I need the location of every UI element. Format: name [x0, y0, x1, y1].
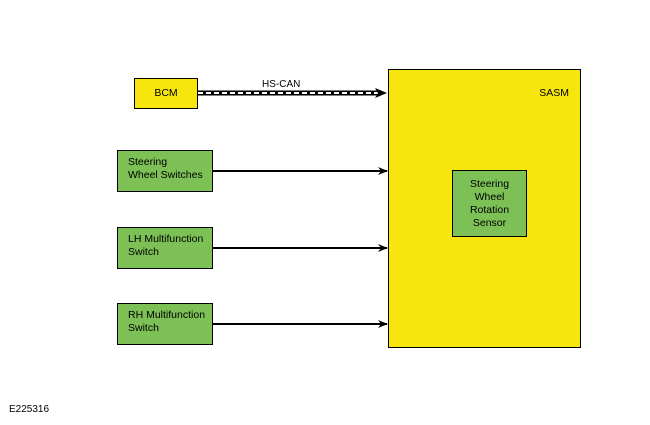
sensor-label-line: Sensor — [472, 217, 507, 229]
switch-label-line2: Wheel Switches — [128, 169, 203, 181]
hs-can-bus-line — [198, 88, 387, 98]
sasm-label: SASM — [539, 87, 569, 99]
switch-label-line2: Switch — [128, 322, 159, 334]
sensor-label-line: Rotation — [469, 204, 510, 216]
switch-label-line1: RH Multifunction — [128, 309, 206, 321]
sensor-label-line: Steering — [469, 178, 510, 190]
switch-label-line2: Switch — [128, 246, 159, 258]
hs-can-label: HS-CAN — [262, 79, 301, 90]
sasm-module: SASM Steering Wheel Rotation Sensor — [388, 69, 581, 348]
switch-label-line1: LH Multifunction — [128, 233, 204, 245]
steering-wheel-switches-box: Steering Wheel Switches — [117, 150, 213, 192]
sensor-label-line: Wheel — [474, 191, 505, 203]
switch-label-line1: Steering — [128, 156, 168, 168]
figure-code: E225316 — [9, 404, 50, 415]
lh-multifunction-switch-box: LH Multifunction Switch — [117, 227, 213, 269]
bcm-module: BCM — [134, 78, 198, 109]
rh-multifunction-switch-box: RH Multifunction Switch — [117, 303, 213, 345]
steering-wheel-rotation-sensor: Steering Wheel Rotation Sensor — [452, 170, 527, 237]
bcm-label: BCM — [154, 87, 178, 99]
